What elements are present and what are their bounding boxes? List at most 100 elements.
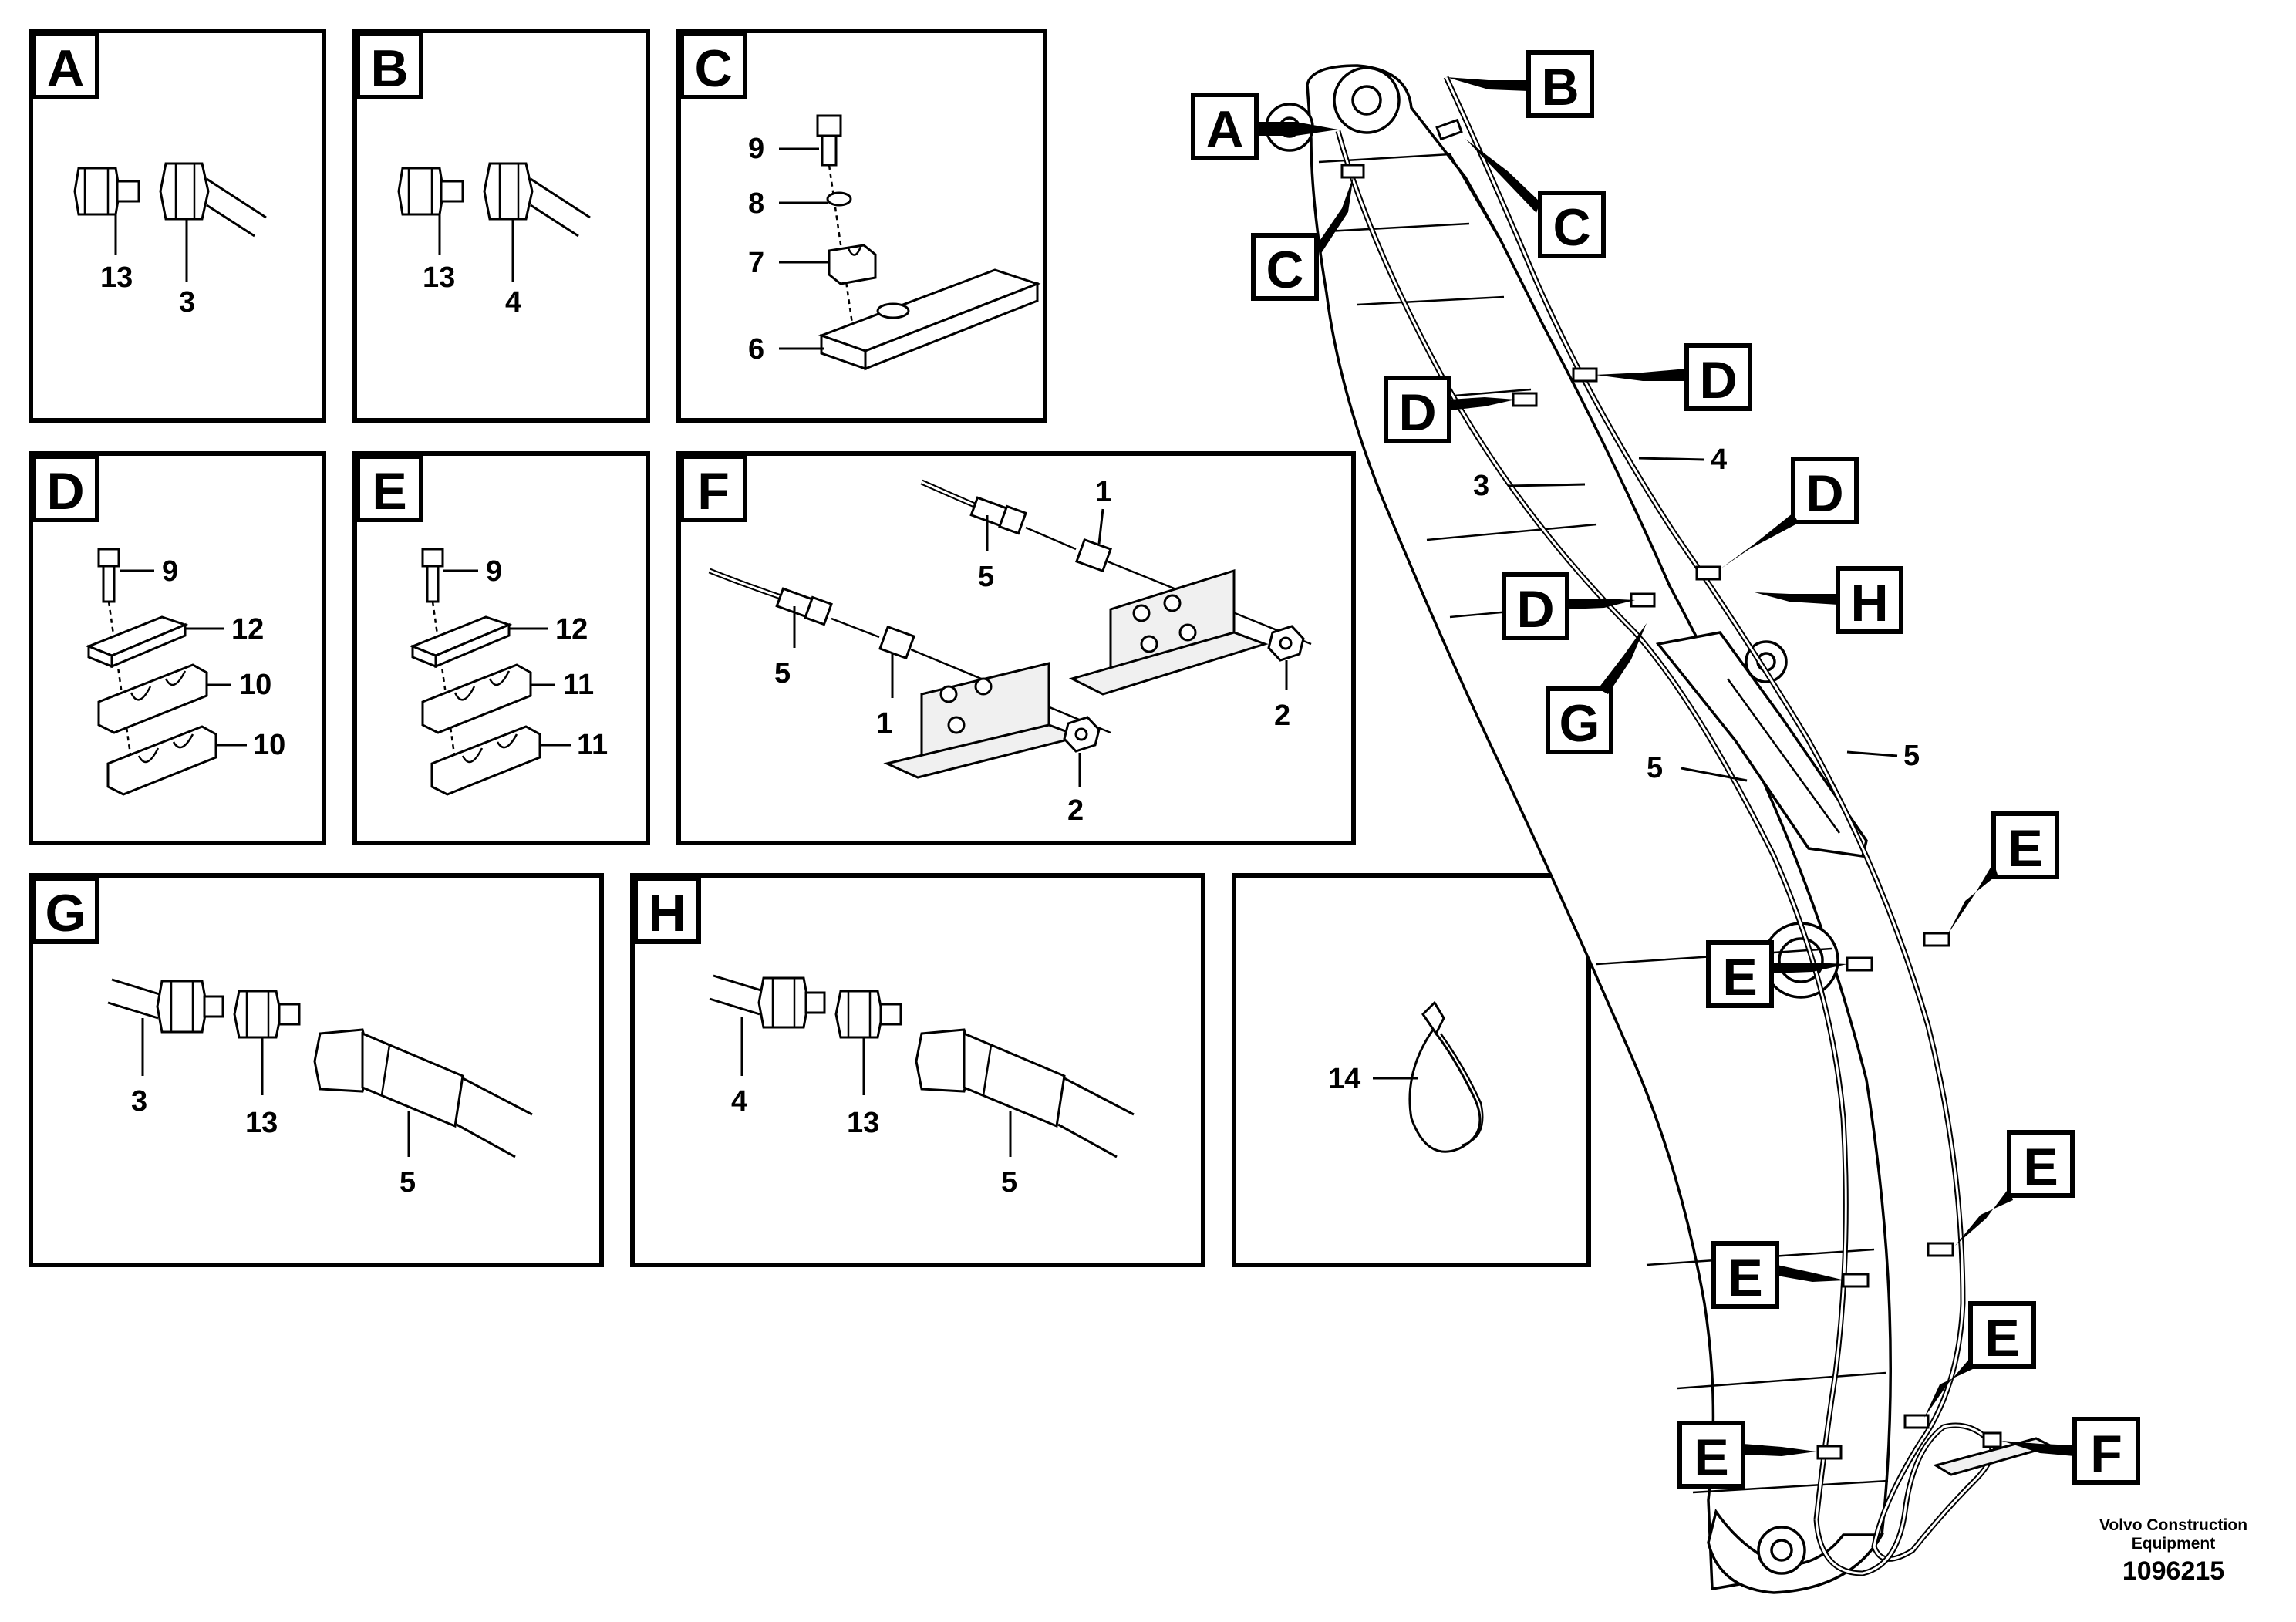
clamp-10-lower bbox=[106, 725, 217, 796]
main-tag-g: G bbox=[1559, 694, 1600, 753]
hose-label-5: 5 bbox=[1647, 752, 1663, 784]
nut-2 bbox=[1063, 716, 1101, 753]
panel-tag: F bbox=[697, 462, 730, 521]
callout-3: 3 bbox=[179, 286, 195, 319]
detail-panel-c: C 9 8 7 6 bbox=[676, 29, 1047, 423]
callout-13: 13 bbox=[847, 1107, 879, 1139]
panel-tag: H bbox=[648, 884, 686, 943]
hose-label-3: 3 bbox=[1473, 470, 1489, 502]
callout-2: 2 bbox=[1067, 794, 1084, 827]
clamp-11-lower bbox=[430, 725, 541, 796]
panel-tag: G bbox=[46, 884, 86, 943]
main-callouts: A B C C D D D D H G bbox=[1191, 50, 2140, 1489]
footer: Volvo Construction Equipment 1096215 bbox=[2099, 1516, 2247, 1586]
panel-tag: E bbox=[372, 462, 406, 521]
main-tag-e: E bbox=[1984, 1309, 2019, 1367]
plate-12 bbox=[85, 615, 189, 669]
detail-panel-h: H 4 13 5 bbox=[630, 873, 1205, 1267]
panel-tag: D bbox=[46, 462, 84, 521]
detail-panel-g: G 3 13 5 bbox=[29, 873, 604, 1267]
main-tag-a: A bbox=[1205, 100, 1243, 159]
hose-label-4: 4 bbox=[1711, 443, 1727, 476]
callout-10: 10 bbox=[239, 669, 271, 701]
callout-2: 2 bbox=[1274, 700, 1290, 732]
fitting-13 bbox=[834, 990, 902, 1039]
callout-5: 5 bbox=[1001, 1166, 1017, 1199]
bracket-upper bbox=[1068, 568, 1269, 696]
fitting-4 bbox=[757, 976, 826, 1029]
panel-tag: A bbox=[46, 39, 84, 98]
callout-7: 7 bbox=[748, 247, 764, 279]
callout-11: 11 bbox=[563, 669, 594, 701]
main-tag-c: C bbox=[1266, 241, 1303, 299]
fitting-13 bbox=[73, 167, 140, 216]
main-tag-d: D bbox=[1805, 464, 1843, 523]
main-tag-c: C bbox=[1553, 198, 1590, 257]
main-tag-e: E bbox=[2008, 819, 2042, 878]
main-tag-e: E bbox=[1694, 1428, 1728, 1487]
bracket-lower bbox=[883, 662, 1084, 779]
callout-9: 9 bbox=[748, 133, 764, 165]
main-tag-e: E bbox=[2023, 1138, 2058, 1196]
callout-12: 12 bbox=[555, 613, 588, 646]
nut-2 bbox=[1267, 625, 1305, 662]
callout-14: 14 bbox=[1328, 1063, 1360, 1095]
fitting-13 bbox=[397, 167, 464, 216]
callout-6: 6 bbox=[748, 333, 764, 366]
document-id: 1096215 bbox=[2122, 1556, 2224, 1586]
callout-13: 13 bbox=[100, 261, 133, 294]
main-tag-b: B bbox=[1541, 58, 1579, 116]
fitting-13 bbox=[233, 990, 301, 1039]
panel-tag: B bbox=[370, 39, 408, 98]
callout-5: 5 bbox=[978, 561, 994, 593]
clamp-11-upper bbox=[421, 663, 532, 734]
callout-11: 11 bbox=[577, 729, 608, 761]
main-tag-d: D bbox=[1699, 351, 1737, 410]
main-tag-d: D bbox=[1516, 580, 1554, 639]
hose-label-5: 5 bbox=[1903, 740, 1920, 772]
main-tag-e: E bbox=[1728, 1249, 1762, 1307]
detail-panel-f: F bbox=[676, 451, 1356, 845]
hose-clamps bbox=[1340, 118, 1954, 1460]
main-tag-f: F bbox=[2090, 1425, 2122, 1483]
hose-5 bbox=[915, 1028, 1135, 1158]
callout-4: 4 bbox=[505, 286, 521, 319]
clamp-7 bbox=[828, 244, 877, 285]
fitting-3 bbox=[156, 980, 224, 1034]
callout-10: 10 bbox=[253, 729, 285, 761]
bolt-9 bbox=[97, 548, 133, 760]
hose-5 bbox=[313, 1028, 533, 1158]
callout-1: 1 bbox=[1095, 476, 1111, 508]
main-hose-labels: 3 4 5 5 bbox=[1473, 443, 1920, 784]
detail-panel-a: A 13 3 bbox=[29, 29, 326, 423]
panel-tag: C bbox=[694, 39, 732, 98]
main-tag-e: E bbox=[1722, 948, 1757, 1007]
detail-panel-cable-tie: 14 bbox=[1232, 873, 1591, 1267]
company-name-line2: Equipment bbox=[2132, 1535, 2216, 1553]
callout-12: 12 bbox=[231, 613, 264, 646]
bulkhead-1 bbox=[1075, 538, 1112, 573]
callout-1: 1 bbox=[876, 707, 892, 740]
main-tag-d: D bbox=[1398, 383, 1436, 442]
detail-panel-e: E 9 12 11 11 bbox=[352, 451, 650, 845]
clamp-10-upper bbox=[97, 663, 208, 734]
cable-tie-14 bbox=[1408, 1000, 1484, 1153]
callout-13: 13 bbox=[245, 1107, 278, 1139]
callout-3: 3 bbox=[131, 1085, 147, 1118]
callout-8: 8 bbox=[748, 187, 764, 220]
callout-4: 4 bbox=[731, 1085, 747, 1118]
plate-6 bbox=[818, 268, 1041, 371]
main-tag-h: H bbox=[1850, 574, 1888, 632]
hose-fitting-3 bbox=[159, 162, 267, 238]
washer-8 bbox=[826, 191, 852, 207]
hose-fitting-4 bbox=[483, 162, 591, 238]
company-name-line1: Volvo Construction bbox=[2099, 1516, 2247, 1534]
boom-assembly bbox=[1265, 64, 2055, 1594]
detail-panel-d: D 9 12 10 10 bbox=[29, 451, 326, 845]
callout-9: 9 bbox=[486, 555, 502, 588]
detail-panel-b: B 13 4 bbox=[352, 29, 650, 423]
plate-12 bbox=[409, 615, 513, 669]
bolt-9 bbox=[421, 548, 457, 760]
callout-5: 5 bbox=[400, 1166, 416, 1199]
